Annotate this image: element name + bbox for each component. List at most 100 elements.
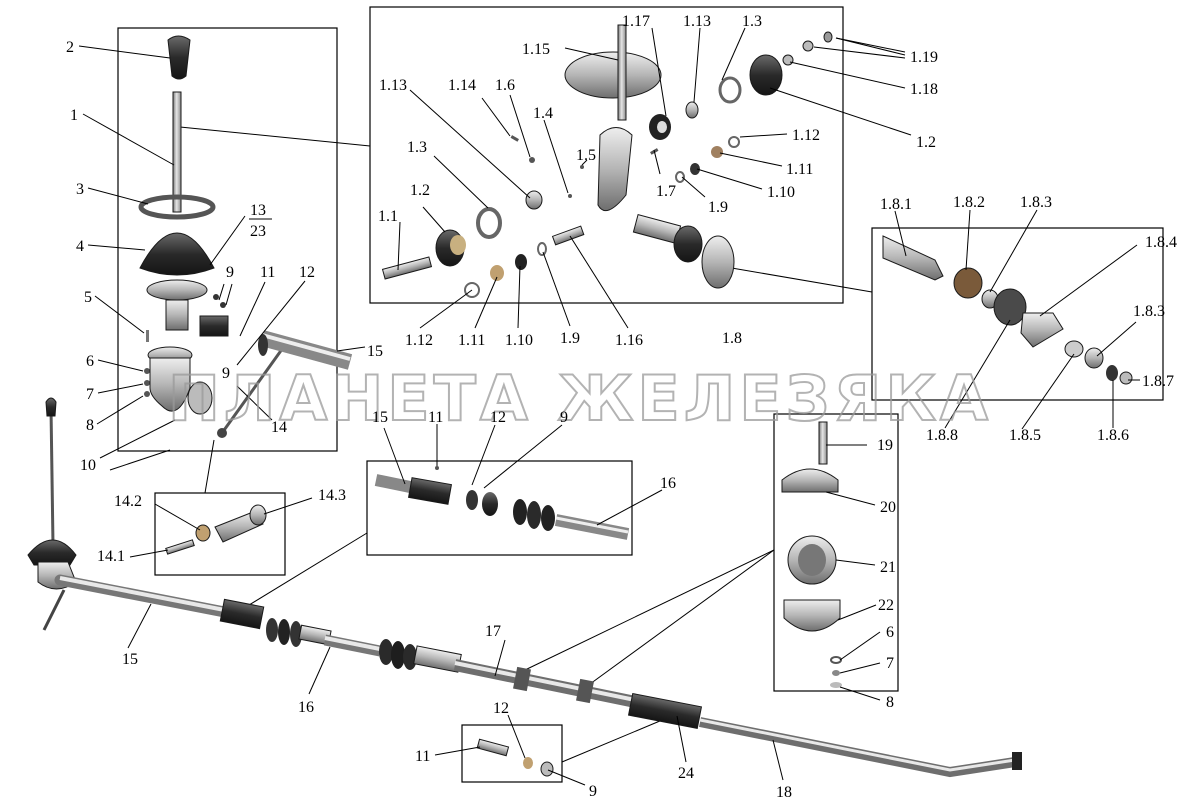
bolt [381,256,433,280]
detail-joint-frame [366,460,633,556]
callout-label: 1.10 [767,184,795,201]
fork [597,127,633,212]
callout-label: 1.8.7 [1142,373,1174,390]
callout-label: 1.8.2 [953,194,985,211]
callout-label: 1 [70,107,78,124]
detail-14-frame [154,492,286,576]
connector-line [235,532,368,614]
callout-label: 16 [298,699,314,716]
callout-label: 9 [560,409,568,426]
callout-label: 1.2 [916,134,936,151]
callout-label: 1.1 [378,208,398,225]
clamp-top [781,468,839,493]
callout-label: 12 [299,264,315,281]
callout-label: 1.7 [656,183,676,200]
connector-line [719,265,873,293]
callout-label: 10 [80,457,96,474]
callout-label: 1.3 [407,139,427,156]
callout-label: 1.6 [495,77,515,94]
callout-label: 12 [493,700,509,717]
main-linkage [27,397,1022,778]
callout-label: 1.19 [910,49,938,66]
tie-rod [220,344,287,434]
callout-label: 20 [880,499,896,516]
callout-label: 1.11 [458,332,485,349]
callout-label: 21 [880,559,896,576]
pin-detail-parts [476,738,554,777]
callout-label: 1.11 [786,161,813,178]
callout-label: 1.18 [910,81,938,98]
callout-label: 1.8.6 [1097,427,1129,444]
callout-label: 8 [886,694,894,711]
callout-label: 1.15 [522,41,550,58]
callout-label: 1.3 [742,13,762,30]
lever-boot [27,539,77,566]
callout-label: 16 [660,475,676,492]
lever-assembly-parts [138,35,353,438]
callout-label: 1.8.4 [1145,234,1177,251]
callout-label: 15 [372,409,388,426]
connector-line [109,449,171,471]
callout-label: 9 [589,783,597,800]
callout-label: 12 [490,409,506,426]
clamp-bottom [783,599,841,632]
callout-label: 1.8.3 [1020,194,1052,211]
connector-line [589,549,775,685]
callout-label: 15 [367,343,383,360]
callout-label: 23 [250,223,266,240]
callout-label: 1.13 [683,13,711,30]
callout-label: 6 [886,624,894,641]
leader-lines [78,27,1140,786]
detail-1-frame [369,6,844,304]
callout-label: 1.17 [622,13,650,30]
callout-label: 14 [271,419,287,436]
callout-label: 7 [886,655,894,672]
clamp-detail-parts [781,421,842,688]
watermark-text: ПЛАНЕТА ЖЕЛЕЗЯКА [168,362,992,435]
detail-clamp-frame [773,413,899,692]
callout-label: 1.8.5 [1009,427,1041,444]
callout-label: 14.2 [114,493,142,510]
connector-line [524,549,775,671]
shaft [882,235,944,281]
callout-label: 1.12 [405,332,433,349]
pivot-housing [701,235,735,289]
callout-label: 19 [877,437,893,454]
callout-label: 1.8.3 [1133,303,1165,320]
callout-label: 14.1 [97,548,125,565]
callout-label: 1.14 [448,77,476,94]
callout-label: 13 [250,202,266,219]
callout-label: 1.12 [792,127,820,144]
callout-label: 2 [66,39,74,56]
detail-14-parts [165,504,267,555]
joint-detail-parts [374,466,630,540]
callout-label: 1.9 [560,330,580,347]
callout-label: 1.4 [533,105,553,122]
lever-knob [167,35,191,80]
detail-1-8-frame [871,227,1164,401]
callout-label: 5 [84,289,92,306]
connector-line [204,439,215,494]
callout-label: 9 [222,365,230,382]
callout-label: 1.16 [615,332,643,349]
callout-label: 3 [76,181,84,198]
callout-label: 1.2 [410,182,430,199]
retaining-ring [138,194,216,220]
connector-line [179,126,371,147]
callout-label: 11 [260,264,275,281]
connector-line [561,717,668,763]
callout-label: 6 [86,353,94,370]
callout-labels: 2 1 3 4 5 6 7 8 10 13 23 9 11 12 15 9 14… [66,13,1177,801]
callout-label: 9 [226,264,234,281]
callout-label: 11 [415,748,430,765]
callout-label: 17 [485,623,501,640]
callout-label: 1.5 [576,147,596,164]
detail-1-8-parts [882,235,1133,385]
callout-label: 14.3 [318,487,346,504]
callout-label: 24 [678,765,694,782]
callout-label: 11 [428,409,443,426]
callout-label: 4 [76,238,84,255]
callout-label: 1.8 [722,330,742,347]
